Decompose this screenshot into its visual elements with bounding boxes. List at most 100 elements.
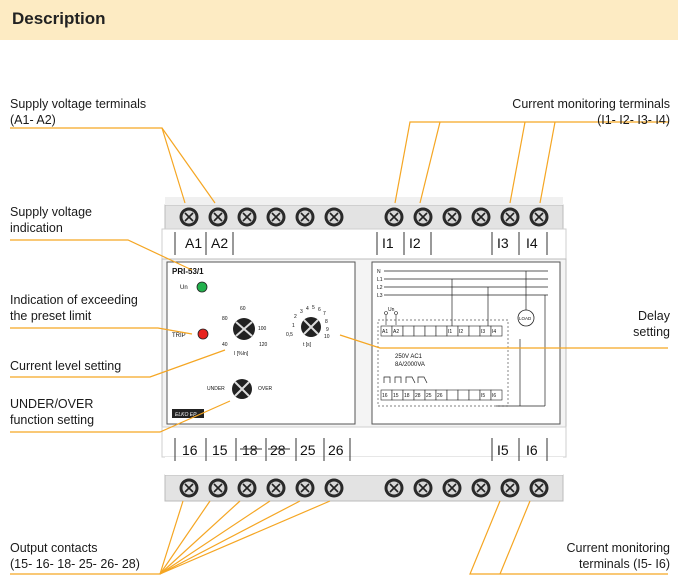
line-n-label: N bbox=[377, 269, 381, 275]
schematic-top-terminal-box bbox=[435, 325, 448, 337]
callout-delay: Delay setting bbox=[633, 308, 670, 340]
schematic-top-terminal-label: A1 bbox=[382, 329, 388, 335]
callout-output-contacts-text: Output contacts (15- 16- 18- 25- 26- 28) bbox=[10, 541, 140, 571]
terminal-label-a2: A2 bbox=[211, 235, 228, 251]
load-label: LOAD bbox=[519, 316, 532, 321]
delay-scale-9: 9 bbox=[326, 327, 329, 333]
trip-led-label: TRIP bbox=[172, 333, 186, 339]
callout-under-over: UNDER/OVER function setting bbox=[10, 396, 94, 428]
delay-scale-3: 3 bbox=[300, 309, 303, 315]
delay-scale-2: 2 bbox=[294, 314, 297, 320]
current-scale-100: 100 bbox=[258, 326, 267, 332]
terminal-screw-icon bbox=[384, 207, 404, 227]
callout-supply-indication-text: Supply voltage indication bbox=[10, 205, 93, 235]
schematic-bottom-terminal-box bbox=[468, 389, 481, 401]
current-scale-60: 60 bbox=[240, 306, 246, 312]
callout-supply-indication: Supply voltage indication bbox=[10, 204, 92, 236]
terminal-screw-icon bbox=[442, 478, 462, 498]
current-scale-120: 120 bbox=[259, 342, 268, 348]
callout-exceeding-limit-text: Indication of exceeding the preset limit bbox=[10, 293, 138, 323]
under-label: UNDER bbox=[207, 386, 225, 392]
terminal-screw-icon bbox=[324, 478, 344, 498]
current-scale-80: 80 bbox=[222, 316, 228, 322]
terminal-screw-icon bbox=[295, 478, 315, 498]
terminal-screw-icon bbox=[384, 478, 404, 498]
schematic-top-terminal-box bbox=[402, 325, 415, 337]
schematic-bottom-terminal-label: 25 bbox=[426, 393, 432, 399]
schematic-top-terminals: A1 A2 I1 I2 I3 I4 bbox=[380, 325, 503, 337]
terminal-label-i1: I1 bbox=[382, 235, 394, 251]
top-terminal-screws bbox=[179, 207, 549, 227]
un-led bbox=[196, 281, 208, 293]
terminal-screw-icon bbox=[500, 478, 520, 498]
section-title: Description bbox=[12, 9, 106, 28]
un-led-label: Un bbox=[180, 285, 188, 291]
terminal-screw-icon bbox=[529, 478, 549, 498]
delay-scale-4: 4 bbox=[306, 306, 309, 312]
terminal-screw-icon bbox=[179, 478, 199, 498]
under-over-knob[interactable] bbox=[232, 379, 252, 399]
schematic-un-label: Un bbox=[388, 307, 395, 313]
callout-under-over-text: UNDER/OVER function setting bbox=[10, 397, 95, 427]
callout-current-level-text: Current level setting bbox=[10, 359, 122, 373]
delay-scale-05: 0,5 bbox=[286, 332, 293, 338]
callout-supply-terminals-text: Supply voltage terminals (A1- A2) bbox=[10, 97, 147, 127]
terminal-label-a1: A1 bbox=[185, 235, 202, 251]
line-l2-label: L2 bbox=[377, 285, 383, 291]
terminal-screw-icon bbox=[442, 207, 462, 227]
terminal-label-i4: I4 bbox=[526, 235, 538, 251]
bottom-terminal-labels: 16 15 18 28 25 26 I5 I6 bbox=[174, 438, 548, 461]
terminal-screw-icon bbox=[413, 478, 433, 498]
schematic-bottom-terminal-label: 28 bbox=[415, 393, 421, 399]
current-scale-40: 40 bbox=[222, 342, 228, 348]
terminal-screw-icon bbox=[208, 478, 228, 498]
terminal-label-15: 15 bbox=[212, 442, 228, 458]
schematic-bottom-terminal-label: 16 bbox=[382, 393, 388, 399]
terminal-screw-icon bbox=[529, 207, 549, 227]
bottom-terminal-screws bbox=[179, 478, 549, 498]
current-unit: I [%In] bbox=[234, 351, 249, 357]
top-terminal-labels: A1 A2 I1 I2 I3 I4 bbox=[174, 232, 548, 255]
schematic-bottom-terminal-box bbox=[457, 389, 470, 401]
terminal-label-18: 18 bbox=[242, 442, 258, 458]
rating-line-1: 250V AC1 bbox=[395, 354, 423, 360]
schematic-top-terminal-label: I1 bbox=[448, 329, 452, 335]
terminal-screw-icon bbox=[179, 207, 199, 227]
delay-scale-7: 7 bbox=[323, 311, 326, 317]
terminal-screw-icon bbox=[500, 207, 520, 227]
load-symbol bbox=[517, 309, 535, 327]
schematic-top-terminal-label: I4 bbox=[492, 329, 496, 335]
schematic-bottom-terminal-box bbox=[446, 389, 459, 401]
schematic-top-terminal-label: I2 bbox=[459, 329, 463, 335]
trip-led bbox=[197, 328, 209, 340]
terminal-label-i3: I3 bbox=[497, 235, 509, 251]
terminal-label-16: 16 bbox=[182, 442, 198, 458]
current-level-knob[interactable] bbox=[233, 318, 255, 340]
line-l3-label: L3 bbox=[377, 293, 383, 299]
terminal-screw-icon bbox=[266, 207, 286, 227]
rating-line-2: 8A/2000VA bbox=[395, 362, 425, 368]
terminal-screw-icon bbox=[471, 207, 491, 227]
terminal-screw-icon bbox=[237, 478, 257, 498]
schematic-top-terminal-label: I3 bbox=[481, 329, 485, 335]
terminal-screw-icon bbox=[208, 207, 228, 227]
terminal-screw-icon bbox=[266, 478, 286, 498]
schematic-bottom-terminal-label: I5 bbox=[481, 393, 485, 399]
callout-current-monitoring-bottom: Current monitoring terminals (I5- I6) bbox=[566, 540, 670, 572]
callout-current-monitoring-bottom-text: Current monitoring terminals (I5- I6) bbox=[566, 541, 670, 571]
schematic-top-terminal-label: A2 bbox=[393, 329, 399, 335]
schematic-top-terminal-box bbox=[490, 325, 503, 337]
terminal-label-i5: I5 bbox=[497, 442, 509, 458]
callout-current-monitoring-top-text: Current monitoring terminals (I1- I2- I3… bbox=[512, 97, 670, 127]
callout-current-level: Current level setting bbox=[10, 358, 121, 374]
brand-logo: ELKO EP bbox=[172, 409, 204, 418]
terminal-screw-icon bbox=[413, 207, 433, 227]
over-label: OVER bbox=[258, 386, 273, 392]
delay-knob[interactable] bbox=[301, 317, 321, 337]
line-l1-label: L1 bbox=[377, 277, 383, 283]
schematic-bottom-terminal-label: I6 bbox=[492, 393, 496, 399]
terminal-label-26: 26 bbox=[328, 442, 344, 458]
callout-current-monitoring-top: Current monitoring terminals (I1- I2- I3… bbox=[512, 96, 670, 128]
delay-scale-5: 5 bbox=[312, 305, 315, 311]
